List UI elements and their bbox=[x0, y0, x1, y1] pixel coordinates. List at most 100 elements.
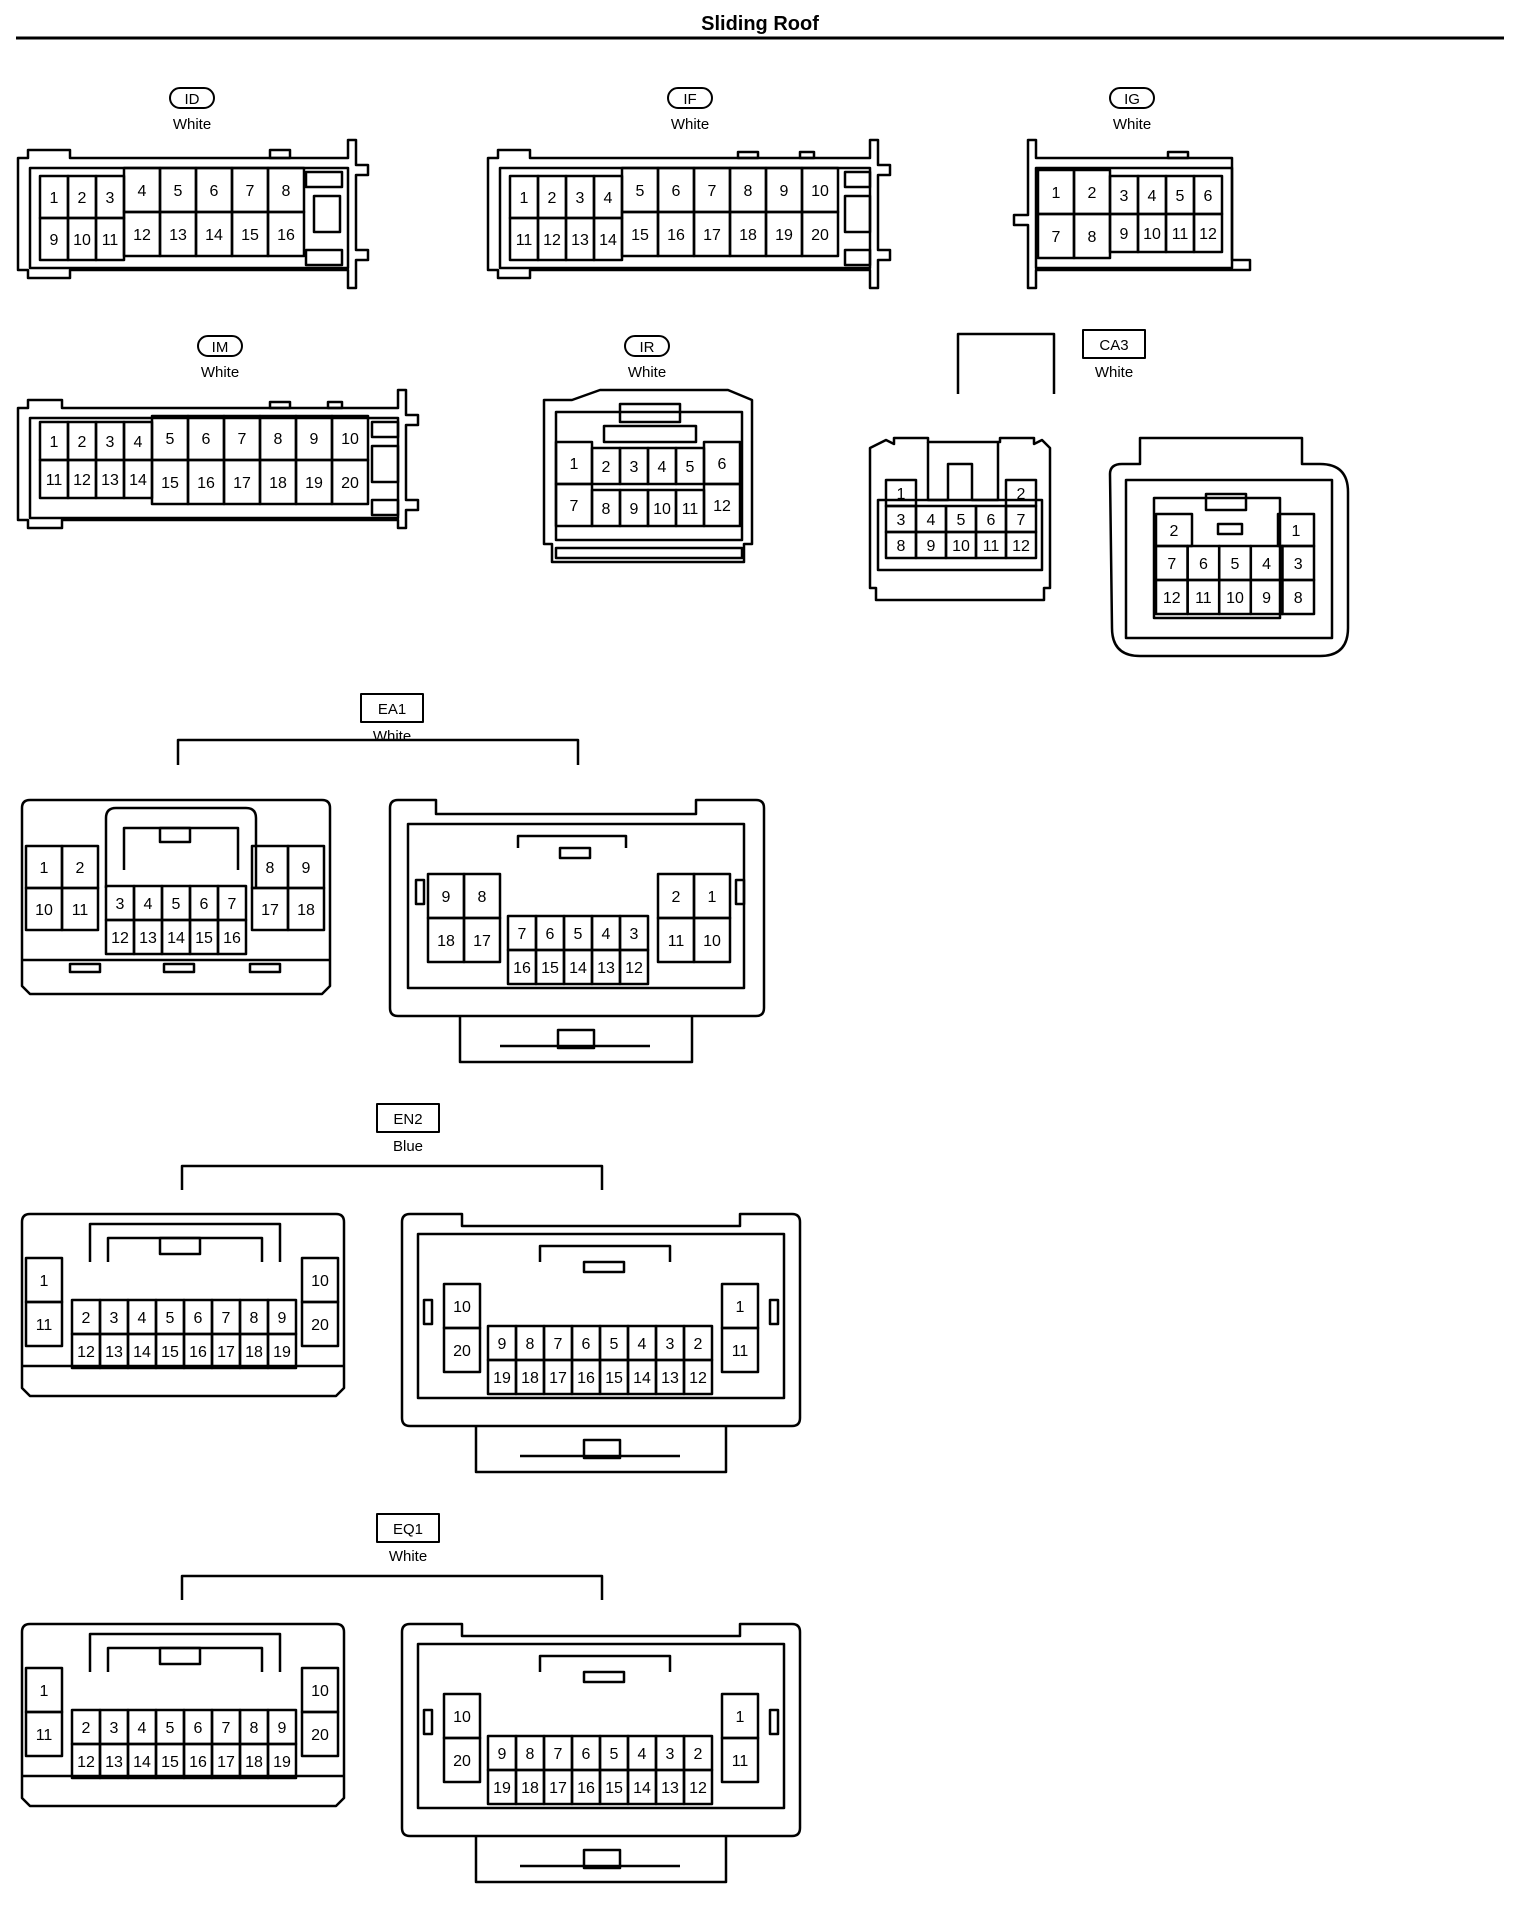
terminal-number: 7 bbox=[222, 1310, 231, 1327]
terminal-number: 7 bbox=[554, 1746, 563, 1763]
terminal-number: 16 bbox=[577, 1780, 595, 1797]
terminal-number: 15 bbox=[605, 1370, 623, 1387]
connector-code: ID bbox=[185, 91, 200, 108]
terminal-number: 2 bbox=[602, 459, 611, 476]
terminal-number: 11 bbox=[668, 933, 685, 950]
terminal-number: 4 bbox=[658, 459, 667, 476]
terminal-number: 14 bbox=[569, 960, 587, 977]
terminal-number: 4 bbox=[1262, 556, 1271, 573]
terminal-number: 9 bbox=[630, 501, 639, 518]
terminal-number: 11 bbox=[732, 1753, 749, 1770]
terminal-number: 1 bbox=[736, 1709, 745, 1726]
terminal-number: 12 bbox=[1199, 226, 1217, 243]
connector-code: IR bbox=[640, 339, 655, 356]
terminal-number: 12 bbox=[77, 1344, 95, 1361]
terminal-number: 1 bbox=[570, 456, 579, 473]
terminal-number: 9 bbox=[442, 889, 451, 906]
terminal-number: 14 bbox=[167, 930, 185, 947]
connector-code-frame bbox=[1109, 87, 1155, 109]
terminal-number: 12 bbox=[543, 232, 561, 249]
terminal-number: 12 bbox=[689, 1370, 707, 1387]
connector-color: White bbox=[1113, 116, 1151, 133]
terminal-number: 8 bbox=[266, 860, 275, 877]
connector-code-frame bbox=[667, 87, 713, 109]
terminal-number: 11 bbox=[102, 232, 119, 249]
terminal-number: 2 bbox=[78, 434, 87, 451]
terminal-number: 17 bbox=[217, 1754, 235, 1771]
terminal-number: 7 bbox=[1052, 229, 1061, 246]
terminal-number: 4 bbox=[604, 190, 613, 207]
terminal-number: 7 bbox=[246, 183, 255, 200]
terminal-number: 1 bbox=[708, 889, 717, 906]
terminal-number: 2 bbox=[694, 1746, 703, 1763]
terminal-cell bbox=[266, 1332, 298, 1370]
terminal-cell bbox=[682, 1768, 714, 1806]
terminal-number: 11 bbox=[36, 1727, 53, 1744]
terminal-number: 10 bbox=[952, 538, 970, 555]
connector-color: White bbox=[628, 364, 666, 381]
terminal-number: 3 bbox=[666, 1336, 675, 1353]
connector-code-frame bbox=[169, 87, 215, 109]
terminal-number: 19 bbox=[775, 227, 793, 244]
terminal-number: 3 bbox=[1294, 556, 1303, 573]
terminal-number: 5 bbox=[686, 459, 695, 476]
terminal-number: 3 bbox=[630, 926, 639, 943]
terminal-number: 8 bbox=[250, 1310, 259, 1327]
terminal-number: 4 bbox=[144, 896, 153, 913]
terminal-number: 13 bbox=[139, 930, 157, 947]
terminal-number: 12 bbox=[1163, 590, 1181, 607]
terminal-number: 16 bbox=[197, 475, 215, 492]
terminal-number: 10 bbox=[1143, 226, 1161, 243]
terminal-number: 10 bbox=[811, 183, 829, 200]
terminal-number: 19 bbox=[493, 1780, 511, 1797]
terminal-number: 15 bbox=[605, 1780, 623, 1797]
terminal-number: 13 bbox=[661, 1780, 679, 1797]
terminal-number: 9 bbox=[498, 1336, 507, 1353]
terminal-number: 1 bbox=[897, 486, 906, 503]
terminal-number: 7 bbox=[1017, 512, 1026, 529]
terminal-number: 13 bbox=[571, 232, 589, 249]
terminal-number: 8 bbox=[526, 1336, 535, 1353]
terminal-number: 2 bbox=[78, 190, 87, 207]
terminal-number: 11 bbox=[1172, 226, 1189, 243]
terminal-number: 3 bbox=[630, 459, 639, 476]
terminal-number: 18 bbox=[521, 1780, 539, 1797]
terminal-number: 5 bbox=[166, 1310, 175, 1327]
terminal-number: 14 bbox=[599, 232, 617, 249]
terminal-number: 9 bbox=[50, 232, 59, 249]
terminal-number: 1 bbox=[40, 1683, 49, 1700]
terminal-number: 10 bbox=[311, 1683, 329, 1700]
terminal-cell bbox=[720, 1326, 760, 1374]
terminal-number: 18 bbox=[245, 1754, 263, 1771]
terminal-number: 14 bbox=[133, 1344, 151, 1361]
terminal-number: 12 bbox=[73, 472, 91, 489]
terminal-number: 16 bbox=[667, 227, 685, 244]
terminal-number: 20 bbox=[453, 1753, 471, 1770]
terminal-number: 13 bbox=[105, 1754, 123, 1771]
terminal-number: 2 bbox=[1170, 523, 1179, 540]
terminal-number: 9 bbox=[1262, 590, 1271, 607]
terminal-number: 15 bbox=[195, 930, 213, 947]
terminal-number: 18 bbox=[521, 1370, 539, 1387]
terminal-number: 4 bbox=[138, 1310, 147, 1327]
terminal-number: 16 bbox=[189, 1754, 207, 1771]
terminal-number: 8 bbox=[602, 501, 611, 518]
terminal-number: 19 bbox=[273, 1754, 291, 1771]
terminal-number: 7 bbox=[1167, 556, 1176, 573]
terminal-number: 10 bbox=[73, 232, 91, 249]
terminal-number: 4 bbox=[638, 1336, 647, 1353]
terminal-number: 9 bbox=[1120, 226, 1129, 243]
terminal-number: 5 bbox=[610, 1746, 619, 1763]
terminal-number: 12 bbox=[77, 1754, 95, 1771]
terminal-number: 8 bbox=[274, 431, 283, 448]
terminal-number: 10 bbox=[453, 1299, 471, 1316]
terminal-number: 5 bbox=[166, 431, 175, 448]
connector-code: IF bbox=[683, 91, 696, 108]
terminal-number: 16 bbox=[577, 1370, 595, 1387]
terminal-number: 15 bbox=[161, 475, 179, 492]
terminal-cell bbox=[300, 1710, 340, 1758]
terminal-number: 8 bbox=[897, 538, 906, 555]
terminal-number: 20 bbox=[311, 1317, 329, 1334]
terminal-number: 16 bbox=[513, 960, 531, 977]
terminal-number: 11 bbox=[516, 232, 533, 249]
